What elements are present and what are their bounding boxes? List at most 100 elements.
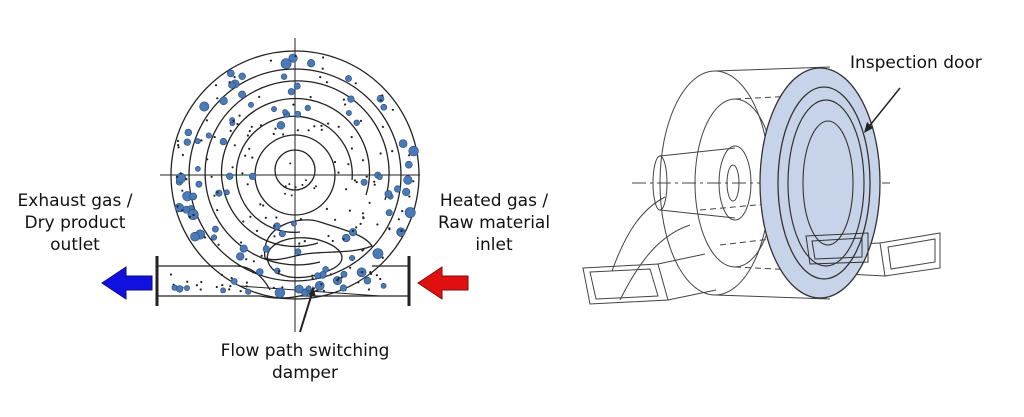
inspection-door-label: Inspection door: [850, 53, 982, 73]
particle-small: [370, 272, 373, 275]
particle-large: [380, 282, 387, 289]
door-window-inner: [802, 120, 854, 246]
particle-small: [264, 216, 267, 219]
particle-large: [384, 190, 393, 198]
particle-small: [255, 229, 259, 232]
particle-small: [329, 273, 332, 276]
particle-small: [259, 203, 262, 206]
particle-small: [369, 271, 372, 274]
left-duct-curve: [611, 196, 666, 272]
particle-large: [278, 230, 286, 238]
particle-small: [177, 144, 180, 147]
particle-small: [248, 130, 251, 133]
particle-small: [245, 258, 248, 261]
particle-small: [278, 270, 281, 273]
particle-large: [340, 270, 348, 278]
particle-small: [376, 223, 379, 226]
drum-bottom-edge: [714, 294, 831, 300]
particle-large: [223, 189, 230, 196]
particle-small: [213, 136, 216, 139]
particle-small: [311, 274, 314, 277]
particle-small: [301, 183, 304, 186]
particle-small: [210, 175, 213, 178]
particle-large: [293, 82, 301, 90]
outlet-duct-curve: [235, 265, 271, 291]
particle-large: [280, 58, 292, 70]
particle-small: [244, 154, 247, 157]
exhaust-label-line-1: Exhaust gas /: [17, 191, 133, 211]
particle-large: [230, 278, 238, 285]
particle-small: [195, 284, 198, 287]
particle-small: [379, 99, 382, 102]
particle-small: [361, 159, 365, 162]
particle-small: [238, 114, 241, 117]
particle-small: [342, 98, 345, 101]
axis-top: [659, 147, 736, 157]
particle-large: [238, 72, 246, 80]
particle-large: [385, 209, 393, 217]
particle-small: [353, 179, 357, 182]
particle-small: [337, 171, 340, 174]
exhaust-outlet-label: Exhaust gas / Dry product outlet: [0, 190, 150, 256]
particle-large: [305, 285, 312, 292]
particle-small: [233, 144, 236, 147]
particle-small: [236, 122, 239, 126]
particle-small: [186, 280, 189, 283]
particle-small: [221, 284, 224, 287]
particle-small: [313, 125, 316, 128]
particle-small: [282, 133, 285, 136]
particle-large: [380, 103, 388, 111]
particle-small: [200, 280, 203, 284]
particle-small: [239, 290, 242, 293]
particle-small: [397, 218, 400, 221]
particle-small: [228, 288, 231, 291]
particle-large: [195, 180, 203, 188]
particle-small: [309, 95, 312, 99]
particle-small: [272, 286, 275, 289]
particle-large: [220, 287, 226, 294]
particle-small: [350, 147, 353, 150]
door-bracket: [805, 232, 869, 265]
particle-large: [402, 187, 411, 197]
particle-large: [294, 284, 304, 294]
particle-small: [181, 153, 184, 157]
particle-small: [337, 125, 340, 128]
particle-large: [339, 284, 347, 292]
particle-small: [260, 254, 263, 257]
particle-small: [336, 279, 339, 282]
door-leader-line: [866, 87, 901, 130]
damper-lobe-lower: [266, 237, 343, 279]
right-duct-box: [879, 232, 941, 277]
particle-large: [271, 106, 277, 113]
particle-small: [250, 125, 253, 128]
particle-small: [252, 271, 255, 274]
particle-large: [294, 110, 302, 118]
particle-small: [355, 181, 358, 184]
particle-small: [354, 82, 357, 85]
particle-small: [296, 129, 299, 132]
particle-small: [313, 187, 316, 190]
particle-small: [412, 180, 415, 183]
particle-small: [325, 81, 328, 84]
particle-large: [294, 248, 302, 256]
particle-large: [238, 90, 247, 99]
particle-small: [408, 195, 411, 198]
particle-large: [219, 96, 228, 106]
particle-large: [194, 138, 201, 145]
particle-large: [175, 285, 184, 293]
particle-large: [239, 244, 248, 253]
particle-large: [226, 172, 234, 180]
particle-small: [379, 152, 382, 155]
particle-small: [333, 160, 337, 164]
particle-small: [319, 76, 322, 79]
particle-large: [184, 285, 190, 291]
particle-small: [381, 125, 384, 128]
particle-large: [183, 138, 191, 146]
particle-small: [350, 135, 353, 139]
particle-large: [376, 94, 385, 103]
heated-label-line-3: inlet: [475, 235, 513, 255]
particle-large: [349, 254, 356, 262]
particle-large: [195, 166, 201, 172]
particle-large: [262, 245, 270, 253]
particle-large: [394, 185, 402, 193]
